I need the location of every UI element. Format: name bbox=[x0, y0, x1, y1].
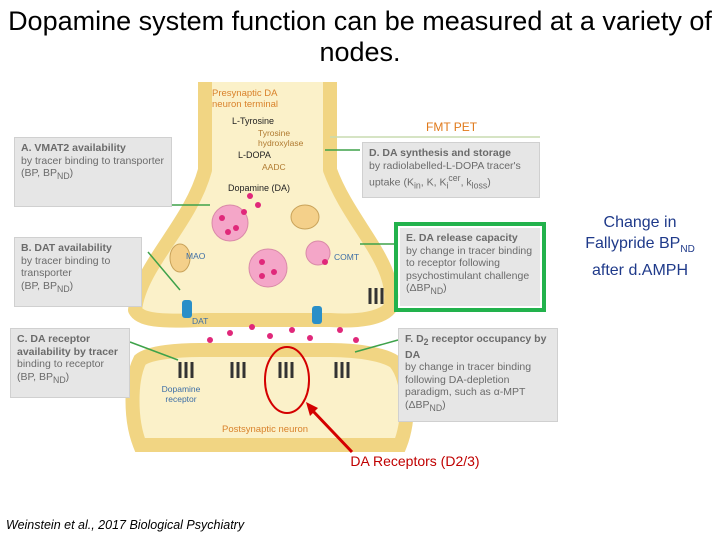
dat-label: DAT bbox=[192, 316, 209, 326]
panel-c-body: binding to receptor bbox=[17, 358, 104, 370]
vesicle bbox=[248, 248, 288, 288]
panel-f-heading-sub: 2 bbox=[423, 337, 429, 348]
panel-f-sub: ND bbox=[429, 402, 443, 413]
panel-a-measure: (BP, BP bbox=[21, 167, 57, 179]
panel-e-sub: ND bbox=[430, 286, 444, 297]
dopamine-receptors bbox=[178, 288, 384, 378]
fmt-pet-label: FMT PET bbox=[426, 120, 478, 134]
panel-d-heading: D. DA synthesis and storage bbox=[369, 147, 511, 159]
panel-f-heading: F. D bbox=[405, 333, 424, 345]
panel-e-end: ) bbox=[443, 282, 447, 294]
presynaptic-label: Presynaptic DA neuron terminal bbox=[212, 88, 279, 110]
panel-b-measure: (BP, BP bbox=[21, 279, 57, 292]
aadc-label: AADC bbox=[262, 162, 286, 172]
panel-b-heading: B. DAT availability bbox=[21, 242, 112, 254]
panel-d2-occupancy: F. D2 receptor occupancy by DA by change… bbox=[398, 328, 558, 422]
da-release-highlight-box bbox=[394, 222, 546, 312]
panel-f-body: by change in tracer binding following DA… bbox=[405, 361, 532, 411]
panel-a-end: ) bbox=[69, 167, 74, 179]
dat-transporter bbox=[182, 300, 192, 318]
panel-c-measure: (BP, BP bbox=[17, 370, 53, 383]
panel-d-body: by radiolabelled-L-DOPA tracer's uptake … bbox=[369, 159, 521, 189]
panel-da-receptor: C. DA receptor availability by tracer bi… bbox=[10, 328, 130, 398]
ldopa-label: L-DOPA bbox=[238, 150, 271, 160]
panel-d-end: , k bbox=[460, 176, 472, 189]
receptor-highlight-ellipse bbox=[264, 346, 310, 414]
fallypride-change-text: Change in Fallypride BPND after d.AMPH bbox=[556, 212, 720, 281]
dopamine-receptor-label: Dopamine receptor bbox=[161, 384, 201, 404]
panel-vmat2: A. VMAT2 availability by tracer binding … bbox=[14, 137, 172, 207]
panel-dat: B. DAT availability by tracer binding to… bbox=[14, 237, 142, 307]
panel-a-heading: A. VMAT2 availability bbox=[21, 142, 126, 154]
panel-a-sub: ND bbox=[57, 171, 70, 182]
panel-d-close: ) bbox=[487, 176, 491, 189]
tyrosine-label: L-Tyrosine bbox=[232, 116, 275, 126]
tyrosine-hydroxylase-label: Tyrosine hydroxylase bbox=[258, 128, 304, 148]
mao-label: MAO bbox=[186, 251, 206, 261]
panel-da-release: E. DA release capacity by change in trac… bbox=[400, 228, 540, 306]
panel-c-heading: C. DA receptor availability by tracer bbox=[17, 333, 118, 358]
panel-b-sub: ND bbox=[57, 283, 70, 294]
vesicle bbox=[211, 204, 249, 242]
page-title: Dopamine system function can be measured… bbox=[8, 6, 712, 67]
panel-e-heading: E. DA release capacity bbox=[406, 232, 518, 244]
panel-d-tail: , K, K bbox=[420, 176, 447, 189]
change-line3: after d.AMPH bbox=[591, 262, 689, 280]
panel-c-end: ) bbox=[65, 370, 70, 383]
vesicle bbox=[305, 240, 331, 266]
postsynaptic-label: Postsynaptic neuron bbox=[222, 424, 309, 435]
mitochondrion bbox=[169, 243, 191, 273]
mitochondrion bbox=[290, 204, 320, 230]
dopamine-label: Dopamine (DA) bbox=[228, 183, 291, 193]
panel-b-end: ) bbox=[69, 279, 74, 292]
panel-b-body: by tracer binding to transporter bbox=[21, 254, 111, 280]
da-receptors-label: DA Receptors (D2/3) bbox=[350, 453, 480, 469]
panel-da-synthesis: D. DA synthesis and storage by radiolabe… bbox=[362, 142, 540, 198]
postsynaptic-membrane bbox=[125, 343, 414, 452]
panel-e-body: by change in tracer binding to receptor … bbox=[406, 244, 533, 295]
dopamine-dots bbox=[207, 193, 359, 343]
panel-f-end: ) bbox=[442, 398, 446, 411]
panel-f-heading-rest: receptor occupancy by DA bbox=[405, 333, 547, 361]
change-line2: Fallypride BP bbox=[585, 235, 681, 252]
dat-transporter bbox=[312, 306, 322, 324]
comt-label: COMT bbox=[334, 252, 360, 262]
panel-a-body: by tracer binding to transporter bbox=[21, 154, 164, 167]
change-sub: ND bbox=[680, 244, 695, 256]
panel-c-sub: ND bbox=[53, 374, 66, 385]
change-line1: Change in bbox=[603, 214, 677, 231]
citation: Weinstein et al., 2017 Biological Psychi… bbox=[6, 518, 245, 532]
red-arrow bbox=[310, 408, 354, 454]
